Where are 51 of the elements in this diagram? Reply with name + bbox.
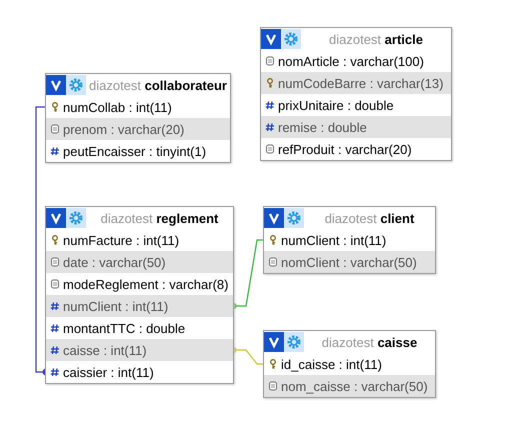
table-card [263,330,436,398]
relation-line [35,106,46,376]
table-title: diazotest client [324,210,416,226]
table-row [264,229,435,251]
table-card [45,206,234,384]
table-row [46,118,230,140]
field-label: prenom : varchar(20) [63,122,184,136]
field-label: nom_caisse : varchar(50) [281,378,428,394]
field-label: nomClient : varchar(50) [281,254,417,270]
table-row [46,295,233,317]
table-row [264,251,435,273]
table-row [261,94,451,116]
field-label: numCodeBarre : varchar(13) [278,76,444,90]
table-row [261,50,451,72]
table-row [46,229,233,251]
field-label: peutEncaisser : tinyint(1) [63,144,206,158]
relation-line [233,239,264,310]
table-row [264,353,435,375]
field-label: remise : double [278,120,367,134]
table-row [46,361,233,383]
table-row [46,140,230,162]
table-title: diazotest collaborateur [88,78,228,92]
field-label: prixUnitaire : double [278,98,394,112]
table-title: diazotest article [328,32,424,46]
field-label: date : varchar(50) [63,254,166,270]
field-label: numClient : int(11) [63,298,168,314]
field-label: numCollab : int(11) [63,100,172,114]
field-label: refProduit : varchar(20) [278,142,412,156]
table-row [46,317,233,339]
table-row [261,72,451,94]
table-row [46,251,233,273]
table-card [263,206,436,274]
relation-line [233,346,264,365]
table-row [46,339,233,361]
field-label: id_caisse : int(11) [281,356,382,372]
table-row [264,375,435,397]
table-title: diazotest reglement [100,210,220,226]
table-row [46,96,230,118]
field-label: numFacture : int(11) [63,232,180,248]
table-row [261,138,451,160]
table-title: diazotest caisse [320,334,418,350]
field-label: nomArticle : varchar(100) [278,54,424,68]
field-label: modeReglement : varchar(8) [63,276,228,292]
field-label: caissier : int(11) [63,364,154,380]
table-card [45,73,231,163]
table-row [46,273,233,295]
field-label: caisse : int(11) [63,342,147,358]
table-row [261,116,451,138]
field-label: numClient : int(11) [281,232,386,248]
table-card [260,27,452,161]
field-label: montantTTC : double [63,320,186,336]
